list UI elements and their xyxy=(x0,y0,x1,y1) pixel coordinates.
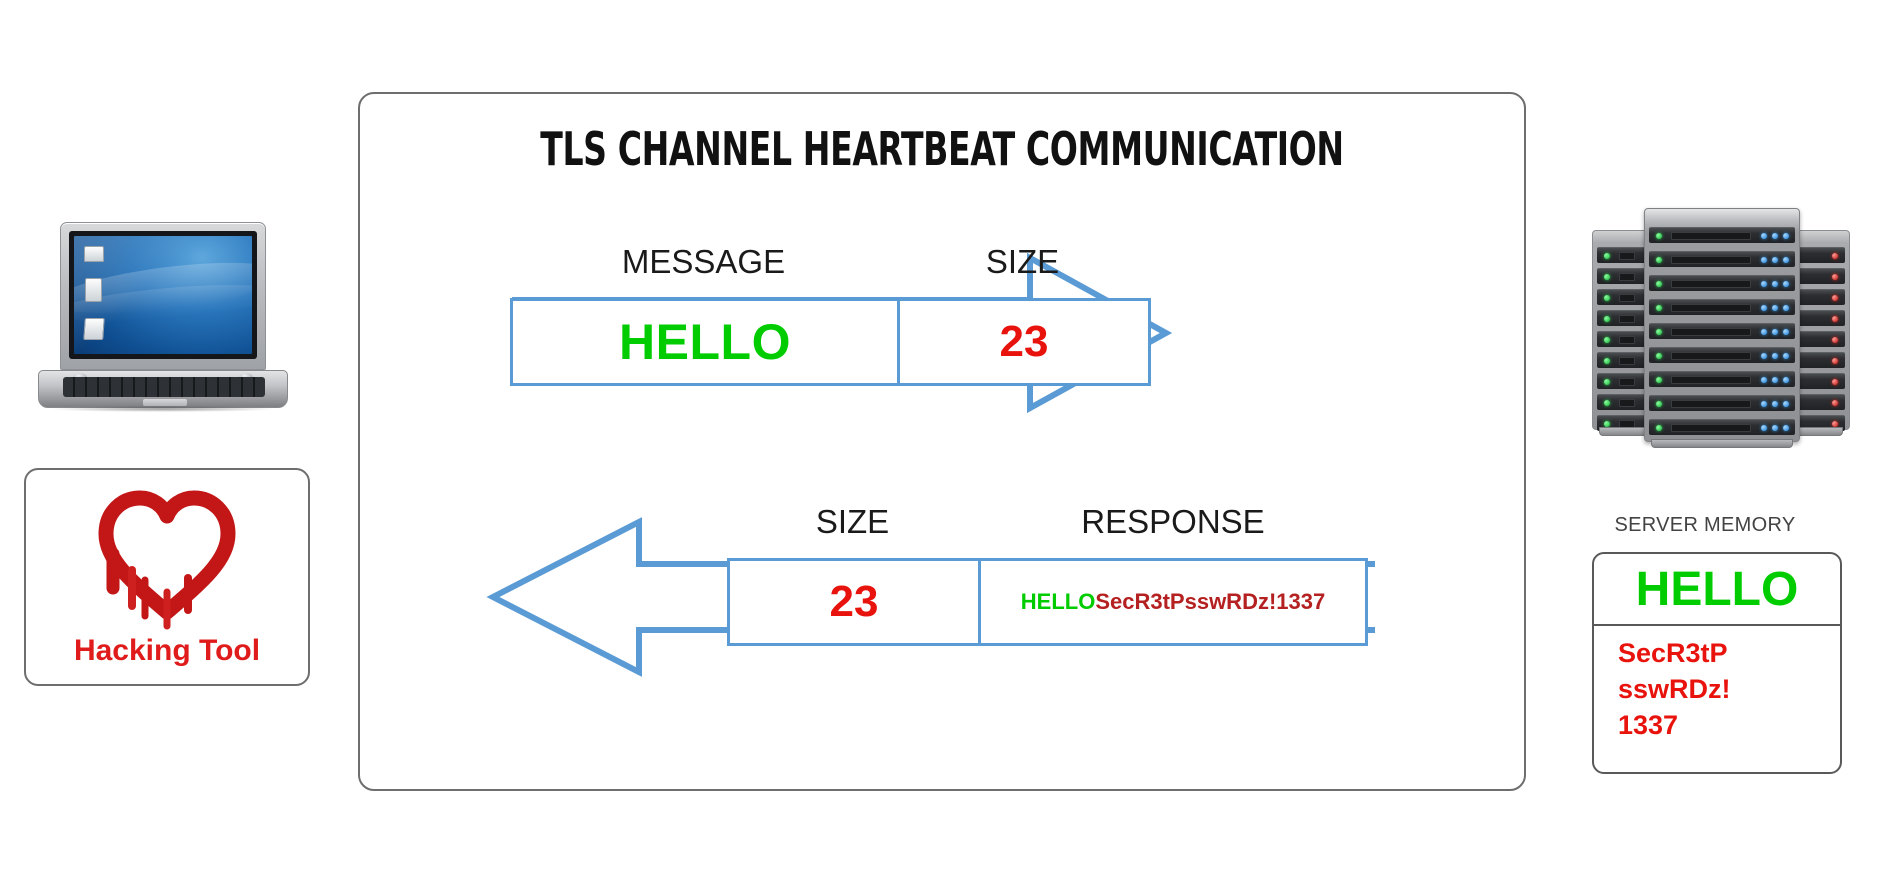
response-payload-value: HELLOSecR3tPsswRDz!1337 xyxy=(1021,589,1325,615)
laptop-desktop-wallpaper xyxy=(74,236,252,354)
server-memory-secret: SecR3tP sswRDz! 1337 xyxy=(1618,636,1830,744)
laptop-lid xyxy=(60,222,266,370)
server-rack-front xyxy=(1644,208,1800,448)
response-response-label: RESPONSE xyxy=(1081,503,1265,540)
desktop-icon xyxy=(84,246,104,262)
request-size-value: 23 xyxy=(999,317,1049,366)
hacking-tool-card: Hacking Tool xyxy=(24,468,310,686)
response-leaked-secret-text: SecR3tPsswRDz!1337 xyxy=(1095,589,1326,614)
hacking-tool-label: Hacking Tool xyxy=(73,634,261,667)
page-title: TLS CHANNEL HEARTBEAT COMMUNICATION xyxy=(540,122,1344,176)
server-rack-icon xyxy=(1592,208,1850,448)
tls-channel-panel: TLS CHANNEL HEARTBEAT COMMUNICATION xyxy=(358,92,1526,791)
heartbleed-heart-icon xyxy=(98,490,236,630)
response-payload-cell: HELLOSecR3tPsswRDz!1337 xyxy=(978,558,1368,646)
request-size-cell: 23 xyxy=(897,298,1151,386)
server-memory-hello: HELLO xyxy=(1594,554,1840,626)
response-echo-text: HELLO xyxy=(1020,589,1096,614)
laptop-keyboard xyxy=(63,377,265,397)
request-message-cell: HELLO xyxy=(510,298,900,386)
request-message-value: HELLO xyxy=(619,314,791,370)
server-memory-secret-line: SecR3tP xyxy=(1618,638,1728,668)
laptop-screen xyxy=(69,231,257,359)
laptop-icon xyxy=(38,222,288,412)
laptop-trackpad xyxy=(143,399,187,406)
response-size-cell: 23 xyxy=(727,558,981,646)
desktop-icon xyxy=(83,318,105,340)
laptop-shadow xyxy=(52,406,274,412)
desktop-icon xyxy=(84,278,104,302)
server-memory-secret-line: sswRDz! xyxy=(1618,673,1731,704)
request-message-label: MESSAGE xyxy=(621,243,786,280)
server-memory-label: SERVER MEMORY xyxy=(1614,514,1796,536)
server-memory-card: HELLO SecR3tP sswRDz! 1337 xyxy=(1592,552,1842,774)
laptop-base xyxy=(38,370,288,408)
request-size-label: SIZE xyxy=(985,243,1060,280)
server-memory-secret-line: 1337 xyxy=(1618,709,1679,740)
response-size-label: SIZE xyxy=(815,503,890,540)
response-size-value: 23 xyxy=(829,577,879,626)
